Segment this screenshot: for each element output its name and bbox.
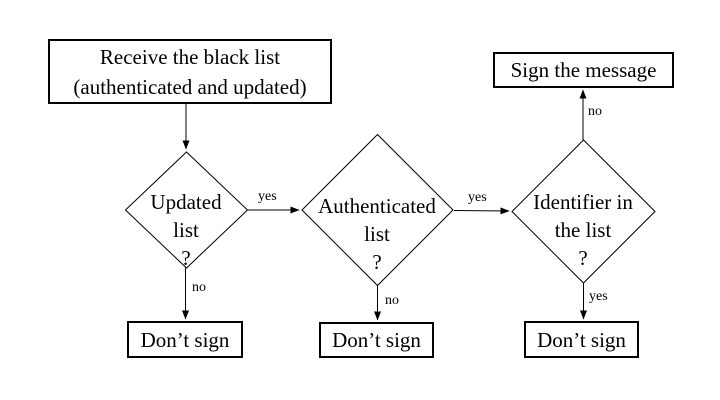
edge-label-identifier-no: no bbox=[588, 104, 602, 119]
node-dont-sign-1: Don’t sign bbox=[127, 321, 243, 358]
edge-label-authenticated-no: no bbox=[385, 293, 399, 308]
edge-label-authenticated-yes: yes bbox=[468, 190, 487, 205]
node-label-identifier-in-list: Identifier in the list ? bbox=[533, 190, 633, 270]
edge-label-updated-no: no bbox=[192, 280, 206, 295]
node-label-updated-list: Updated list ? bbox=[150, 190, 222, 270]
node-label-authenticated-list: Authenticated list ? bbox=[318, 194, 436, 274]
edge-authenticated-to-identifier bbox=[453, 207, 510, 215]
edge-label-identifier-yes: yes bbox=[589, 289, 608, 304]
node-receive-black-list: Receive the black list (authenticated an… bbox=[48, 39, 332, 104]
node-dont-sign-3: Don’t sign bbox=[524, 321, 639, 358]
node-dont-sign-2: Don’t sign bbox=[319, 322, 434, 358]
edge-label-updated-yes: yes bbox=[258, 189, 277, 204]
node-sign-the-message: Sign the message bbox=[493, 52, 674, 88]
diamond-updated-list bbox=[124, 151, 249, 269]
